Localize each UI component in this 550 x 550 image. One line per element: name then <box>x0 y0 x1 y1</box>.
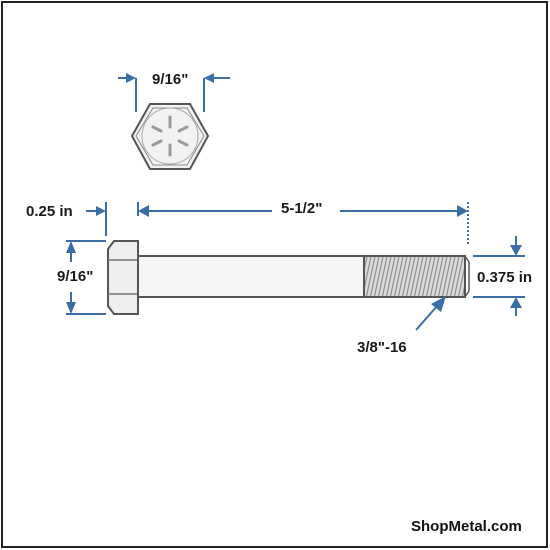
head-height-dimension <box>86 202 107 236</box>
head-height-label: 0.25 in <box>26 203 73 220</box>
head-width-label: 9/16" <box>152 71 189 88</box>
length-dimension <box>137 202 469 246</box>
head-width-dimension <box>118 73 230 112</box>
thread-spec-label: 3/8"-16 <box>357 339 407 356</box>
threaded-section <box>363 255 466 298</box>
length-label: 5-1/2" <box>281 200 323 217</box>
diameter-label: 0.375 in <box>477 269 533 286</box>
brand-label: ShopMetal.com <box>411 518 522 535</box>
thread-callout-leader <box>415 296 446 331</box>
diameter-dimension <box>473 236 525 316</box>
head-across-dimension <box>66 240 106 315</box>
head-across-label: 9/16" <box>57 268 94 285</box>
bolt-side-view <box>107 240 470 315</box>
hex-head-top-view <box>130 103 210 170</box>
